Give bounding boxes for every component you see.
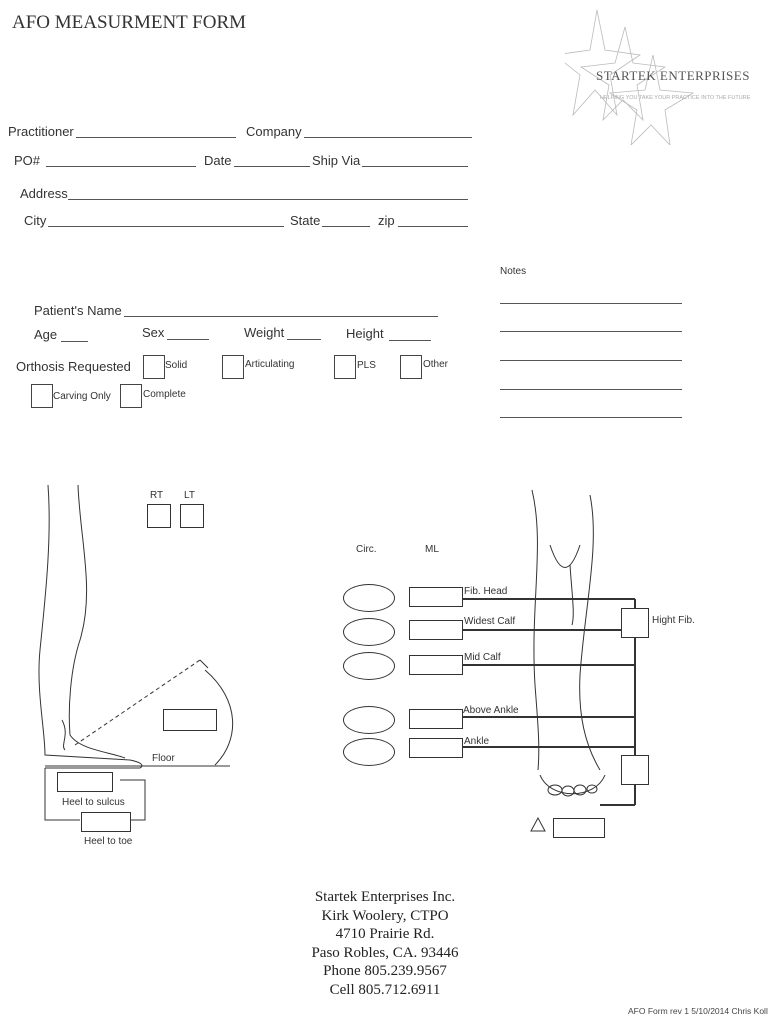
ankle-height-box[interactable]: [621, 755, 649, 785]
startek-logo-stars-icon: [565, 9, 695, 145]
heel-to-sulcus-box[interactable]: [57, 772, 113, 792]
city-field[interactable]: [48, 225, 284, 227]
hight-fib-label: Hight Fib.: [652, 615, 695, 626]
mid-calf-circ-oval[interactable]: [343, 652, 395, 680]
age-label: Age: [34, 327, 58, 342]
footer-line: Phone 805.239.9567: [323, 963, 447, 979]
pls-checkbox[interactable]: [334, 355, 356, 379]
footer-address: Startek Enterprises Inc. Kirk Woolery, C…: [0, 888, 770, 999]
po-label: PO#: [14, 153, 41, 168]
ankle-ml-box[interactable]: [409, 738, 463, 758]
footer-line: Cell 805.712.6911: [329, 981, 441, 998]
footer-line: Paso Robles, CA. 93446: [311, 944, 459, 961]
orthosis-requested-label: Orthosis Requested: [16, 359, 131, 374]
form-title: AFO MEASURMENT FORM: [12, 12, 247, 33]
notes-line[interactable]: [500, 416, 682, 418]
side-leg-diagram-icon: [38, 484, 234, 821]
fib-head-label: Fib. Head: [464, 586, 508, 597]
date-field[interactable]: [234, 165, 310, 167]
widest-calf-label: Widest Calf: [464, 616, 516, 627]
logo-tagline: HELPING YOU TAKE YOUR PRACTICE INTO THE …: [600, 95, 751, 101]
notes-line[interactable]: [500, 302, 682, 304]
fib-head-ml-box[interactable]: [409, 587, 463, 607]
widest-calf-circ-oval[interactable]: [343, 618, 395, 646]
mid-calf-label: Mid Calf: [464, 652, 501, 663]
zip-field[interactable]: [398, 225, 468, 227]
company-field[interactable]: [304, 136, 472, 138]
mid-calf-ml-box[interactable]: [409, 655, 463, 675]
state-label: State: [290, 213, 321, 228]
state-field[interactable]: [322, 225, 370, 227]
patient-name-label: Patient's Name: [34, 303, 122, 318]
front-leg-diagram-icon: [460, 489, 636, 832]
age-field[interactable]: [61, 340, 88, 342]
above-ankle-label: Above Ankle: [463, 705, 519, 716]
lt-checkbox[interactable]: [180, 504, 204, 528]
zip-label: zip: [378, 213, 395, 228]
height-field[interactable]: [389, 339, 431, 341]
address-label: Address: [20, 186, 68, 201]
city-label: City: [24, 213, 47, 228]
ship-via-label: Ship Via: [312, 153, 361, 168]
po-field[interactable]: [46, 165, 196, 167]
widest-calf-ml-box[interactable]: [409, 620, 463, 640]
weight-label: Weight: [244, 325, 285, 340]
logo-name: STARTEK ENTERPRISES: [596, 68, 750, 83]
notes-line[interactable]: [500, 388, 682, 390]
circ-header: Circ.: [356, 544, 377, 555]
notes-line[interactable]: [500, 359, 682, 361]
hight-fib-box[interactable]: [621, 608, 649, 638]
patient-name-field[interactable]: [124, 315, 438, 317]
date-label: Date: [204, 153, 232, 168]
heel-to-sulcus-label: Heel to sulcus: [62, 797, 125, 808]
sex-field[interactable]: [167, 338, 209, 340]
sex-label: Sex: [142, 325, 165, 340]
complete-checkbox[interactable]: [120, 384, 142, 408]
lt-label: LT: [184, 490, 195, 501]
heel-to-toe-box[interactable]: [81, 812, 131, 832]
solid-label: Solid: [165, 360, 188, 371]
floor-label: Floor: [152, 753, 175, 764]
pls-label: PLS: [357, 360, 376, 371]
height-label: Height: [346, 326, 384, 341]
practitioner-field[interactable]: [76, 136, 236, 138]
above-ankle-ml-box[interactable]: [409, 709, 463, 729]
fib-head-circ-oval[interactable]: [343, 584, 395, 612]
articulating-checkbox[interactable]: [222, 355, 244, 379]
footer-line: Kirk Woolery, CTPO: [321, 907, 449, 924]
foot-width-box[interactable]: [553, 818, 605, 838]
rt-checkbox[interactable]: [147, 504, 171, 528]
carving-only-checkbox[interactable]: [31, 384, 53, 408]
ml-header: ML: [425, 544, 439, 555]
angle-measure-box[interactable]: [163, 709, 217, 731]
ankle-circ-oval[interactable]: [343, 738, 395, 766]
heel-to-toe-label: Heel to toe: [84, 836, 133, 847]
company-label: Company: [246, 124, 302, 139]
carving-only-label: Carving Only: [53, 391, 111, 402]
rt-label: RT: [150, 490, 164, 501]
notes-line[interactable]: [500, 330, 682, 332]
footer-line: 4710 Prairie Rd.: [335, 926, 435, 942]
notes-label: Notes: [500, 266, 527, 277]
ankle-label: Ankle: [464, 736, 490, 747]
footer-line: Startek Enterprises Inc.: [314, 889, 456, 905]
address-field[interactable]: [68, 198, 468, 200]
revision-note: AFO Form rev 1 5/10/2014 Chris Koll: [628, 1006, 768, 1016]
solid-checkbox[interactable]: [143, 355, 165, 379]
weight-field[interactable]: [287, 338, 321, 340]
above-ankle-circ-oval[interactable]: [343, 706, 395, 734]
articulating-label: Articulating: [245, 359, 295, 370]
complete-label: Complete: [143, 389, 186, 400]
other-checkbox[interactable]: [400, 355, 422, 379]
practitioner-label: Practitioner: [8, 124, 74, 139]
ship-via-field[interactable]: [362, 165, 468, 167]
other-label: Other: [423, 359, 449, 370]
